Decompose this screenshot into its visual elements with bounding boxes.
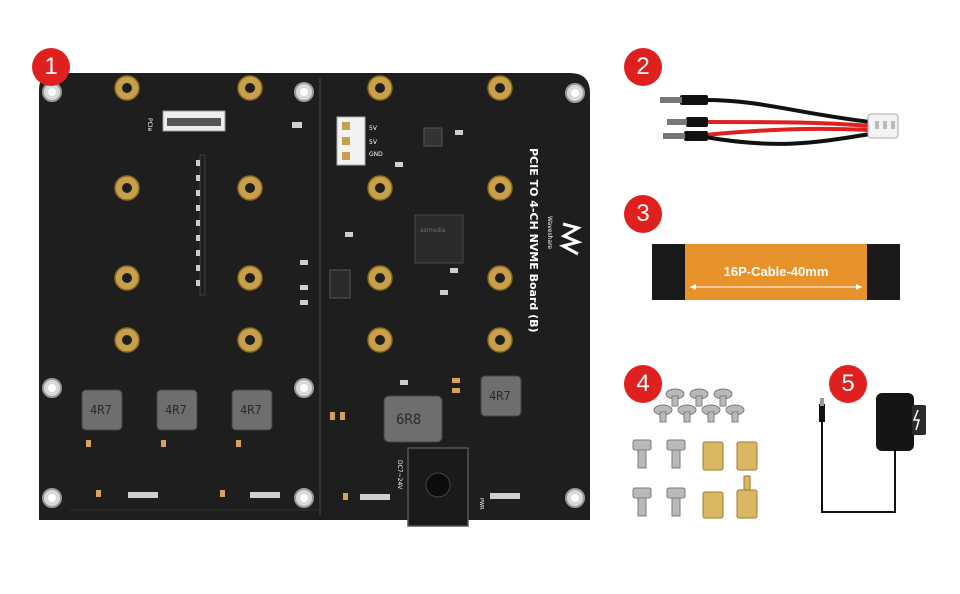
inductor-label: 4R7 <box>90 403 112 417</box>
waveshare-logo <box>558 222 583 256</box>
pin-5v-a: 5V <box>369 125 378 132</box>
item-number-badge-1: 1 <box>32 48 70 86</box>
pin-gnd: GND <box>369 151 383 158</box>
item-number-badge-4: 4 <box>624 365 662 403</box>
m2-standoff-rings <box>114 75 513 353</box>
pcie-label: PCIe <box>146 118 153 132</box>
inductor-label: 4R7 <box>165 403 187 417</box>
item-number-badge-2: 2 <box>624 48 662 86</box>
chip-label: asmedia <box>420 227 446 234</box>
cable-label: 16P-Cable-40mm <box>724 264 829 279</box>
item-number-badge-3: 3 <box>624 195 662 233</box>
inductor-label: 4R7 <box>489 389 511 403</box>
board-title: PCIE TO 4-CH NVME Board (B) <box>527 148 540 333</box>
pcie-switch-chip: asmedia <box>414 214 464 264</box>
inductor-label-large: 6R8 <box>396 412 421 428</box>
inductor-label: 4R7 <box>240 403 262 417</box>
pwr-label: PWR <box>478 498 484 510</box>
brand-label: Waveshare <box>546 216 553 249</box>
power-y-cable <box>660 95 899 146</box>
power-header: 5V 5V GND <box>336 116 383 166</box>
pcie-ffc-connector: PCIe <box>146 110 226 132</box>
dc-label: DC7~24V <box>396 460 403 490</box>
pin-5v-b: 5V <box>369 139 378 146</box>
mounting-holes <box>42 82 585 508</box>
power-adapter <box>819 393 926 513</box>
ffc-16p-cable: 16P-Cable-40mm <box>652 244 900 300</box>
inductor-group: 4R7 4R7 4R7 4R7 6R8 <box>81 375 522 443</box>
dc-barrel-jack: DC7~24V PWR <box>396 447 484 527</box>
nvme-adapter-board: PCIe 5V 5V GND asmedia PCIE TO 4-CH NVME… <box>39 73 590 527</box>
item-number-badge-5: 5 <box>829 365 867 403</box>
screws-and-standoffs <box>632 388 758 519</box>
